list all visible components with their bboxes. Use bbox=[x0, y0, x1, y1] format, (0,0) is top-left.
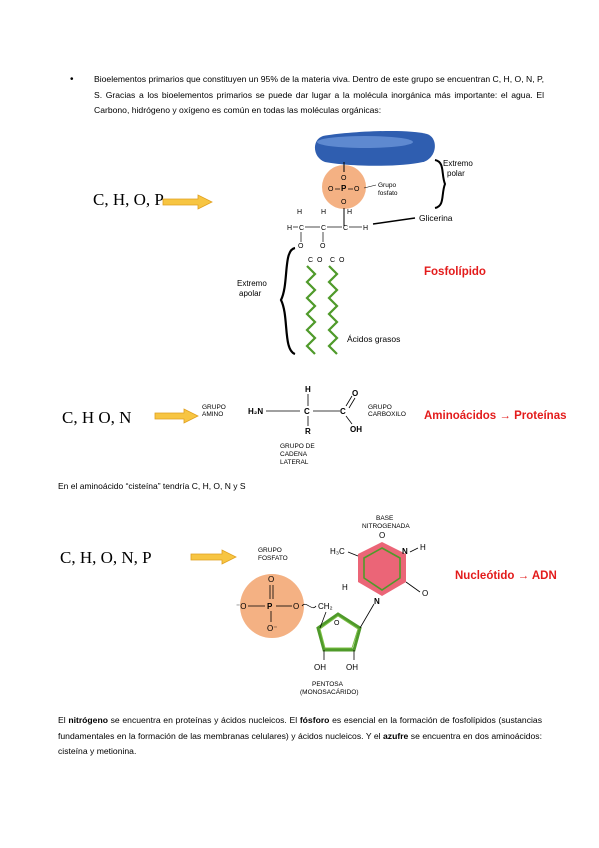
phospholipid-label: Fosfolípido bbox=[424, 266, 486, 278]
phosphate-circle bbox=[322, 165, 366, 209]
svg-text:R: R bbox=[305, 427, 311, 436]
grupo-carboxilo-2: CARBOXILO bbox=[368, 411, 406, 418]
svg-text:O: O bbox=[298, 243, 304, 250]
svg-text:OH: OH bbox=[314, 663, 326, 672]
phospholipid-formula: C, H, O, P bbox=[93, 190, 164, 209]
svg-text:O: O bbox=[268, 575, 274, 584]
pentose-ring bbox=[316, 612, 362, 652]
svg-text:OH: OH bbox=[350, 425, 362, 434]
svg-text:O: O bbox=[379, 531, 385, 540]
acidos-grasos-label: Ácidos grasos bbox=[347, 334, 400, 344]
svg-text:P: P bbox=[341, 184, 347, 193]
base-1: BASE bbox=[376, 515, 394, 522]
svg-text:O: O bbox=[341, 199, 347, 206]
svg-text:C: C bbox=[340, 407, 346, 416]
svg-text:H: H bbox=[420, 543, 426, 552]
svg-text:OH: OH bbox=[346, 663, 358, 672]
extremo-polar-1: Extremo bbox=[443, 159, 473, 168]
svg-text:CH₂: CH₂ bbox=[318, 602, 333, 611]
svg-text:C: C bbox=[330, 257, 335, 264]
nucleotide-phosphate-circle bbox=[240, 574, 304, 638]
phospholipid-arrow-icon bbox=[162, 194, 213, 210]
nucleotide-label: Nucleótido → ADN bbox=[455, 570, 557, 582]
extremo-polar-2: polar bbox=[447, 169, 465, 178]
fosforo-bold: fósforo bbox=[299, 715, 330, 725]
nucleotide-arrow-icon bbox=[190, 549, 237, 565]
svg-text:H₃C: H₃C bbox=[330, 547, 345, 556]
svg-text:H: H bbox=[347, 209, 352, 216]
svg-text:H: H bbox=[305, 385, 311, 394]
base-2: NITROGENADA bbox=[362, 523, 410, 530]
aminoacid-diagram: GRUPO AMINO H₂N H C R C O OH GRUPO CARBO… bbox=[202, 385, 406, 466]
nitrogeno-bold: nitrógeno bbox=[68, 715, 108, 725]
grupo-amino-1: GRUPO bbox=[202, 404, 226, 411]
azufre-bold: azufre bbox=[383, 730, 409, 741]
svg-text:C: C bbox=[299, 225, 304, 232]
phospholipid-diagram: Extremo polar O O P O O Grupo fosfato H … bbox=[237, 130, 473, 356]
nuc-grupo-fosfato-2: FOSFATO bbox=[258, 555, 288, 562]
svg-text:H: H bbox=[363, 225, 368, 232]
svg-text:O: O bbox=[341, 175, 347, 182]
svg-text:O: O bbox=[354, 186, 360, 193]
grupo-carboxilo-1: GRUPO bbox=[368, 404, 392, 411]
svg-text:O: O bbox=[339, 257, 345, 264]
svg-text:O: O bbox=[293, 602, 299, 611]
cadena-lateral-1: GRUPO DE bbox=[280, 443, 315, 450]
nucleotide-diagram: GRUPO FOSFATO O ⁻O P O O⁻ CH₂ O OH OH PE… bbox=[236, 515, 428, 696]
grupo-fosfato-2: fosfato bbox=[378, 190, 398, 197]
nuc-grupo-fosfato-1: GRUPO bbox=[258, 547, 282, 554]
intro-text: Bioelementos primarios que constituyen u… bbox=[94, 74, 544, 115]
pentosa-2: (MONOSACÁRIDO) bbox=[300, 687, 359, 696]
aminoacid-label: Aminoácidos → Proteínas bbox=[424, 410, 567, 422]
svg-text:P: P bbox=[267, 602, 273, 611]
cadena-lateral-2: CADENA bbox=[280, 451, 308, 458]
nucleotide-formula: C, H, O, N, P bbox=[60, 548, 152, 567]
aminoacid-formula: C, H O, N bbox=[62, 408, 132, 427]
svg-text:C: C bbox=[321, 225, 326, 232]
svg-text:H₂N: H₂N bbox=[248, 407, 263, 416]
grupo-amino-2: AMINO bbox=[202, 411, 223, 418]
svg-text:O: O bbox=[352, 389, 358, 398]
svg-text:⁻O: ⁻O bbox=[236, 602, 246, 611]
svg-text:O: O bbox=[422, 589, 428, 598]
svg-text:C: C bbox=[308, 257, 313, 264]
svg-text:O: O bbox=[328, 186, 334, 193]
svg-text:C: C bbox=[304, 407, 310, 416]
aminoacid-arrow-icon bbox=[154, 408, 199, 424]
svg-text:H: H bbox=[287, 225, 292, 232]
base-hexagon bbox=[358, 542, 406, 596]
svg-text:O: O bbox=[317, 257, 323, 264]
final-paragraph: El nitrógeno se encuentra en proteínas y… bbox=[58, 715, 542, 756]
svg-text:C: C bbox=[343, 225, 348, 232]
svg-text:O⁻: O⁻ bbox=[267, 624, 277, 633]
svg-text:O: O bbox=[334, 620, 340, 627]
extremo-apolar-1: Extremo bbox=[237, 279, 267, 288]
cadena-lateral-3: LATERAL bbox=[280, 459, 309, 466]
fatty-acid-chain-1 bbox=[305, 265, 317, 355]
pentosa-1: PENTOSA bbox=[312, 681, 344, 688]
intro-paragraph: • Bioelementos primarios que constituyen… bbox=[70, 72, 544, 119]
svg-text:H: H bbox=[321, 209, 326, 216]
extremo-apolar-2: apolar bbox=[239, 289, 262, 298]
svg-text:O: O bbox=[320, 243, 326, 250]
fatty-acid-chain-2 bbox=[327, 265, 339, 355]
svg-text:N: N bbox=[402, 547, 408, 556]
glicerina-label: Glicerina bbox=[419, 213, 453, 223]
cysteine-note: En el aminoácido “cisteína” tendría C, H… bbox=[58, 481, 246, 491]
svg-text:N: N bbox=[374, 597, 380, 606]
bullet-icon: • bbox=[70, 74, 74, 85]
svg-text:H: H bbox=[297, 209, 302, 216]
grupo-fosfato-1: Grupo bbox=[378, 182, 396, 189]
svg-text:H: H bbox=[342, 583, 348, 592]
